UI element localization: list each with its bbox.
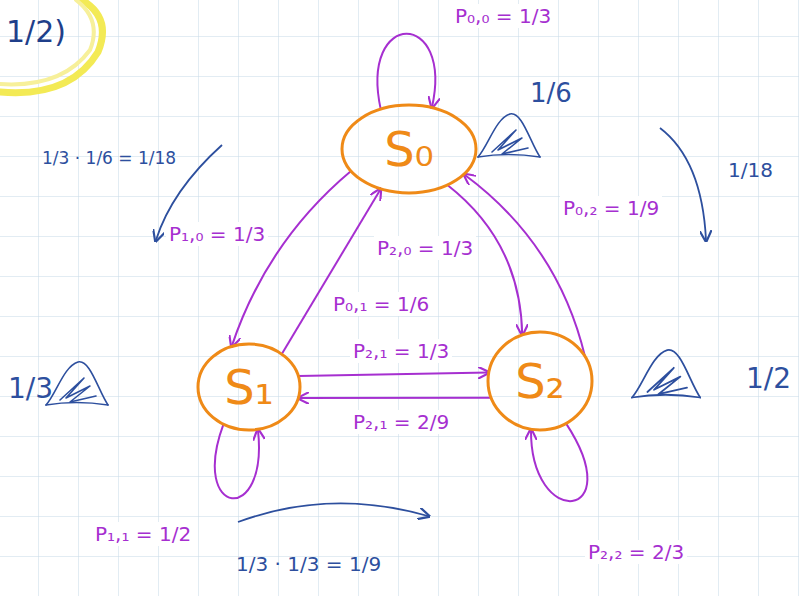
annotation: 1/3 · 1/3 = 1/9 xyxy=(236,552,381,576)
transition-probability: P₀,₁ = 1/6 xyxy=(330,292,432,316)
annotation: 1/18 xyxy=(728,158,773,182)
transition-arrow xyxy=(298,397,491,399)
state-name: S₁ xyxy=(224,363,274,411)
transition-probability: P₀,₀ = 1/3 xyxy=(452,4,554,28)
annotation: 1/2) xyxy=(6,14,66,50)
transition-probability: P₂,₂ = 2/3 xyxy=(585,540,687,564)
transition-arrow xyxy=(377,34,435,109)
annotation: 1/3 xyxy=(8,372,53,406)
transition-arrow xyxy=(215,424,259,498)
state-circle: S₂ xyxy=(486,330,594,432)
flow-arrow xyxy=(238,503,428,522)
yellow-highlight xyxy=(0,0,102,93)
transition-arrow xyxy=(447,185,522,335)
state-circle: S₀ xyxy=(340,103,478,195)
state-name: S₀ xyxy=(384,125,434,173)
transition-arrow xyxy=(531,423,587,501)
transition-probability: P₂,₁ = 1/3 xyxy=(350,339,452,363)
transition-probability: P₁,₁ = 1/2 xyxy=(92,522,194,546)
sand-pile xyxy=(632,350,700,398)
annotation: 1/2 xyxy=(746,362,791,396)
state-name: S₂ xyxy=(515,357,565,405)
transition-arrow xyxy=(232,171,351,347)
transition-arrow xyxy=(298,373,489,376)
annotation: 1/3 · 1/6 = 1/18 xyxy=(42,148,176,168)
transition-probability: P₂,₀ = 1/3 xyxy=(374,236,476,260)
sand-pile xyxy=(46,362,108,405)
transition-probability: P₁,₀ = 1/3 xyxy=(166,222,268,246)
flow-arrow xyxy=(660,128,706,240)
state-circle: S₁ xyxy=(196,342,302,432)
sand-pile xyxy=(478,114,540,157)
transition-probability: P₀,₂ = 1/9 xyxy=(560,196,662,220)
transition-probability: P₂,₁ = 2/9 xyxy=(350,410,452,434)
annotation: 1/6 xyxy=(530,78,572,109)
transition-arrow xyxy=(282,189,381,354)
